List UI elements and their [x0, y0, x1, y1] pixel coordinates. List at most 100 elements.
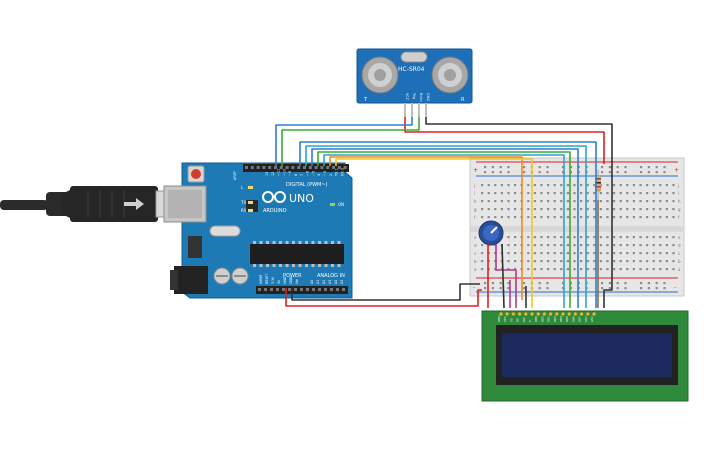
header-hole[interactable]: [264, 288, 267, 291]
bb-hole[interactable]: [527, 268, 530, 271]
bb-hole[interactable]: [527, 192, 530, 195]
bb-hole[interactable]: [573, 260, 576, 263]
bb-hole[interactable]: [659, 192, 662, 195]
bb-hole[interactable]: [665, 260, 668, 263]
bb-rail-hole[interactable]: [640, 171, 643, 174]
bb-hole[interactable]: [507, 236, 510, 239]
bb-hole[interactable]: [560, 268, 563, 271]
bb-hole[interactable]: [580, 200, 583, 203]
bb-hole[interactable]: [573, 216, 576, 219]
bb-hole[interactable]: [553, 252, 556, 255]
bb-rail-hole[interactable]: [491, 287, 494, 290]
bb-hole[interactable]: [639, 236, 642, 239]
header-hole[interactable]: [276, 288, 279, 291]
bb-hole[interactable]: [659, 244, 662, 247]
bb-hole[interactable]: [494, 216, 497, 219]
bb-hole[interactable]: [665, 208, 668, 211]
bb-hole[interactable]: [593, 192, 596, 195]
bb-rail-hole[interactable]: [616, 287, 619, 290]
bb-hole[interactable]: [527, 244, 530, 247]
bb-hole[interactable]: [639, 268, 642, 271]
lcd-pin[interactable]: [567, 311, 572, 317]
bb-rail-hole[interactable]: [655, 171, 658, 174]
bb-hole[interactable]: [533, 200, 536, 203]
header-hole[interactable]: [245, 166, 248, 169]
bb-rail-hole[interactable]: [523, 282, 526, 285]
bb-hole[interactable]: [580, 260, 583, 263]
bb-hole[interactable]: [547, 184, 550, 187]
bb-rail-hole[interactable]: [616, 171, 619, 174]
bb-hole[interactable]: [560, 252, 563, 255]
bb-hole[interactable]: [566, 184, 569, 187]
bb-hole[interactable]: [573, 200, 576, 203]
bb-rail-hole[interactable]: [562, 282, 565, 285]
bb-hole[interactable]: [507, 244, 510, 247]
bb-hole[interactable]: [626, 208, 629, 211]
bb-hole[interactable]: [586, 184, 589, 187]
bb-hole[interactable]: [514, 184, 517, 187]
bb-hole[interactable]: [659, 252, 662, 255]
bb-hole[interactable]: [500, 200, 503, 203]
bb-hole[interactable]: [632, 268, 635, 271]
bb-rail-hole[interactable]: [484, 282, 487, 285]
bb-hole[interactable]: [599, 216, 602, 219]
bb-rail-hole[interactable]: [601, 282, 604, 285]
bb-hole[interactable]: [507, 200, 510, 203]
header-hole[interactable]: [297, 166, 301, 169]
bb-hole[interactable]: [632, 208, 635, 211]
bb-hole[interactable]: [514, 236, 517, 239]
bb-hole[interactable]: [672, 192, 675, 195]
bb-hole[interactable]: [533, 192, 536, 195]
bb-hole[interactable]: [586, 192, 589, 195]
bb-hole[interactable]: [540, 200, 543, 203]
bb-hole[interactable]: [514, 208, 517, 211]
bb-hole[interactable]: [646, 252, 649, 255]
bb-hole[interactable]: [566, 208, 569, 211]
bb-hole[interactable]: [606, 184, 609, 187]
bb-hole[interactable]: [580, 268, 583, 271]
header-hole[interactable]: [268, 166, 272, 169]
bb-hole[interactable]: [619, 236, 622, 239]
bb-hole[interactable]: [606, 192, 609, 195]
header-hole[interactable]: [306, 288, 309, 291]
bb-rail-hole[interactable]: [523, 166, 526, 169]
bb-hole[interactable]: [613, 268, 616, 271]
bb-hole[interactable]: [580, 252, 583, 255]
bb-hole[interactable]: [586, 244, 589, 247]
bb-rail-hole[interactable]: [601, 166, 604, 169]
lcd-pin[interactable]: [573, 311, 578, 317]
bb-hole[interactable]: [659, 268, 662, 271]
bb-hole[interactable]: [553, 216, 556, 219]
bb-rail-hole[interactable]: [484, 166, 487, 169]
bb-hole[interactable]: [665, 252, 668, 255]
bb-hole[interactable]: [665, 236, 668, 239]
bb-hole[interactable]: [652, 244, 655, 247]
header-hole[interactable]: [332, 166, 335, 169]
bb-hole[interactable]: [632, 252, 635, 255]
bb-hole[interactable]: [547, 260, 550, 263]
bb-rail-hole[interactable]: [608, 166, 611, 169]
bb-rail-hole[interactable]: [507, 282, 510, 285]
bb-rail-hole[interactable]: [569, 166, 572, 169]
bb-hole[interactable]: [599, 268, 602, 271]
bb-hole[interactable]: [593, 244, 596, 247]
bb-hole[interactable]: [494, 208, 497, 211]
bb-hole[interactable]: [527, 184, 530, 187]
bb-hole[interactable]: [553, 260, 556, 263]
bb-hole[interactable]: [547, 200, 550, 203]
bb-rail-hole[interactable]: [546, 282, 549, 285]
bb-hole[interactable]: [533, 268, 536, 271]
bb-hole[interactable]: [646, 216, 649, 219]
bb-hole[interactable]: [566, 244, 569, 247]
header-hole[interactable]: [258, 288, 261, 291]
bb-hole[interactable]: [646, 268, 649, 271]
bb-hole[interactable]: [652, 260, 655, 263]
bb-hole[interactable]: [632, 216, 635, 219]
bb-hole[interactable]: [672, 268, 675, 271]
bb-hole[interactable]: [586, 200, 589, 203]
bb-hole[interactable]: [619, 208, 622, 211]
bb-hole[interactable]: [487, 192, 490, 195]
bb-hole[interactable]: [494, 192, 497, 195]
bb-hole[interactable]: [593, 208, 596, 211]
bb-hole[interactable]: [507, 268, 510, 271]
